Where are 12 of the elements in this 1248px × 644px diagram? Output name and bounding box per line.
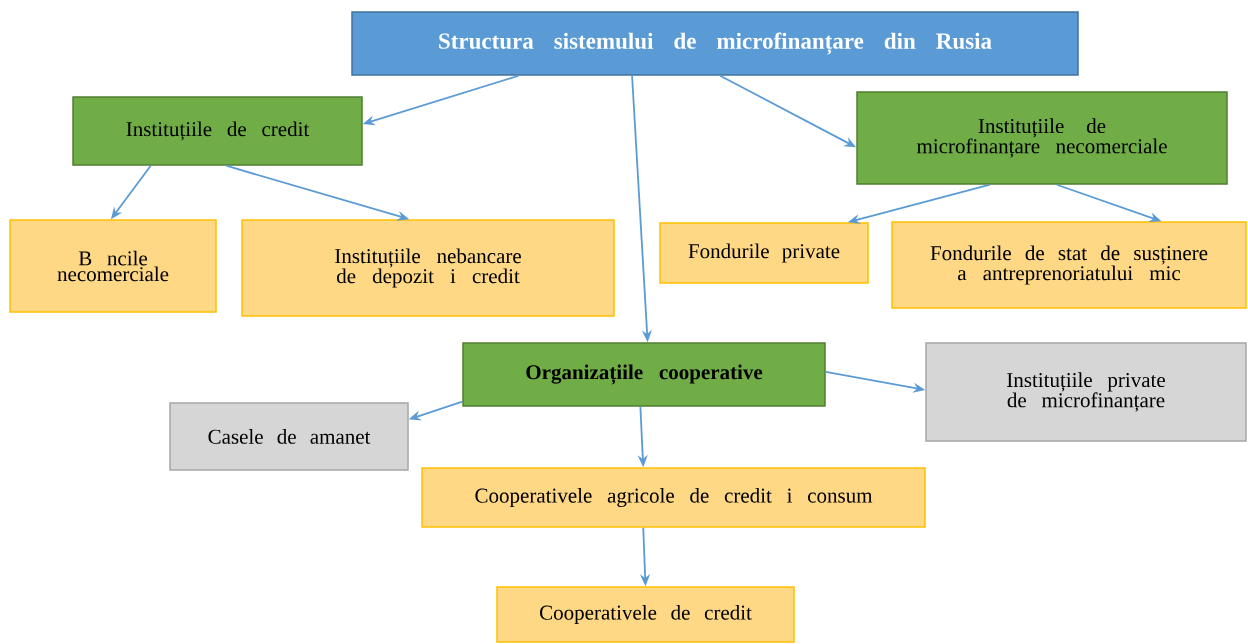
- category-box: Instituțiile de credit: [72, 96, 363, 166]
- item-box: Instituțiile private de microfinanțare: [925, 342, 1247, 442]
- item-box: Cooperativele de credit: [496, 586, 795, 643]
- item-box: Fondurile de stat de susținere a antreprenoriatului mic: [891, 221, 1247, 309]
- category-box: Organizațiile cooperative: [462, 342, 826, 407]
- item-box: Fondurile private: [659, 222, 869, 284]
- item-box: Instituțiile nebancare de depozit i credit: [241, 219, 615, 317]
- item-box: Cooperativele agricole de credit i consum: [421, 467, 926, 528]
- item-box: B ncile necomerciale: [9, 219, 217, 313]
- heading-box: Structura sistemului de microfinanțare din Rusia: [351, 11, 1079, 76]
- category-box: Instituțiile de microfinanțare necomerciale: [856, 91, 1228, 185]
- item-box: Casele de amanet: [169, 402, 409, 471]
